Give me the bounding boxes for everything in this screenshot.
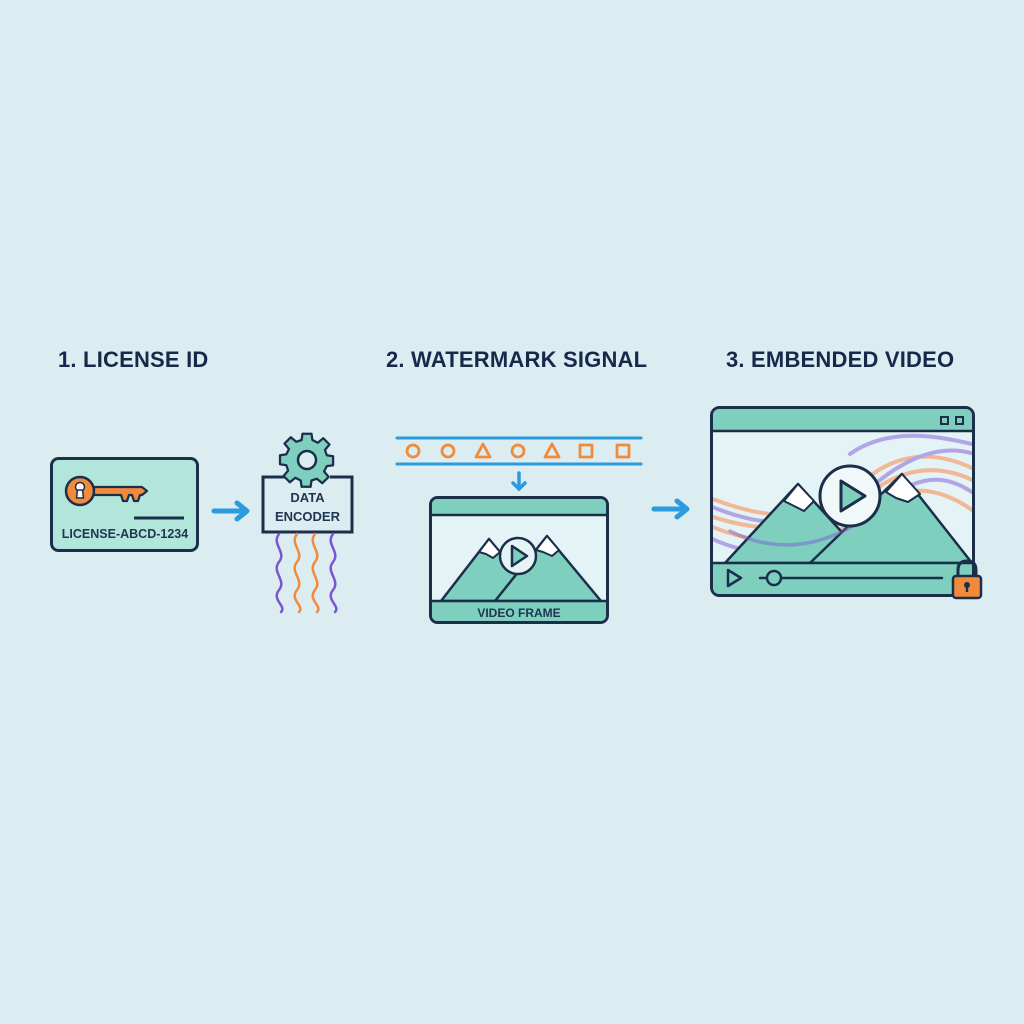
watermark-signal-band [395,436,643,468]
gear-icon [278,432,335,488]
arrow-right-icon [211,500,252,522]
key-icon [64,475,149,507]
signal-square-icon [615,443,631,459]
encoder-label-line2: ENCODER [275,509,341,524]
video-frame: VIDEO FRAME [429,496,609,624]
data-encoder: DATA ENCODER [255,430,360,615]
play-icon[interactable] [818,464,882,528]
embedded-video-player [710,406,985,602]
signal-circle-icon [510,443,526,459]
arrow-down-icon [509,471,529,493]
arrow-right-icon [651,498,692,520]
signal-circle-icon [440,443,456,459]
step-2-title: 2. WATERMARK SIGNAL [386,347,648,372]
license-text: LICENSE-ABCD-1234 [62,527,188,541]
control-play-icon[interactable] [726,568,743,588]
signal-square-icon [578,443,594,459]
license-card: LICENSE-ABCD-1234 [50,457,200,553]
signal-triangle-icon [543,442,561,459]
step-1-title: 1. LICENSE ID [58,347,209,372]
window-buttons-icon [940,416,964,425]
lock-icon [951,559,983,600]
encoder-label-line1: DATA [290,490,325,505]
signal-circle-icon [405,443,421,459]
signal-waves [275,532,338,614]
step-3-title: 3. EMBENDED VIDEO [726,347,955,372]
video-frame-label: VIDEO FRAME [477,606,560,620]
signal-triangle-icon [474,442,492,459]
play-icon [498,536,538,576]
progress-handle[interactable] [765,569,783,587]
